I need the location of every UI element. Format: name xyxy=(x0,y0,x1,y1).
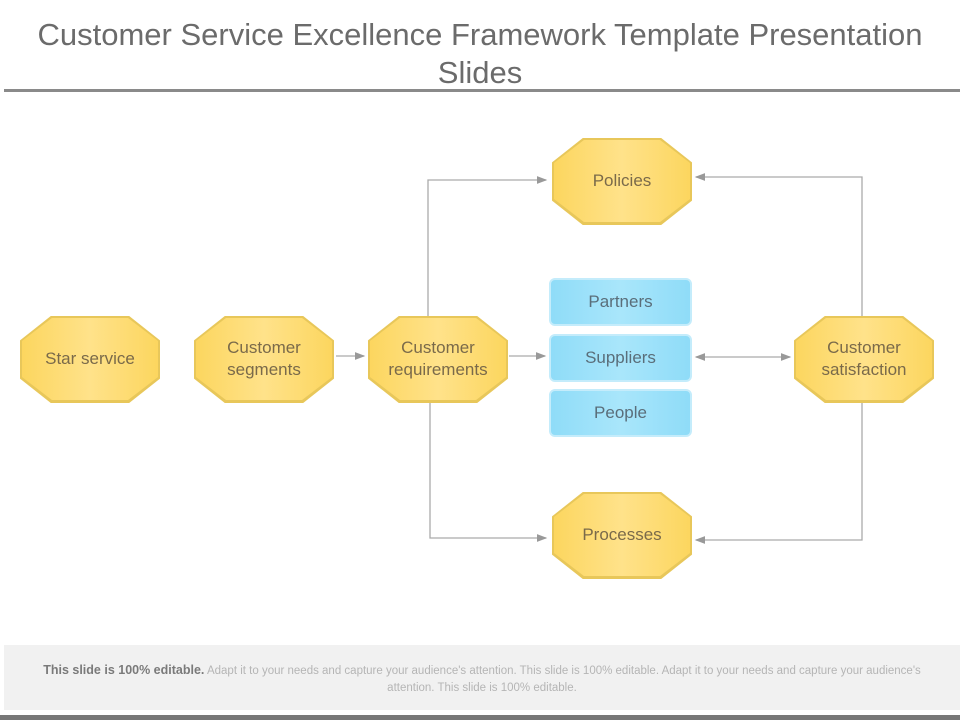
node-customer-requirements: Customer requirements xyxy=(368,316,508,403)
node-customer-satisfaction: Customer satisfaction xyxy=(794,316,934,403)
node-label: Policies xyxy=(554,140,690,222)
node-label: Processes xyxy=(554,494,690,576)
node-label: Star service xyxy=(22,318,158,400)
footer-bold: This slide is 100% editable. xyxy=(43,663,205,677)
bottom-bar xyxy=(0,715,960,720)
slide-title: Customer Service Excellence Framework Te… xyxy=(37,17,923,90)
node-label: Customer segments xyxy=(196,318,332,400)
node-processes: Processes xyxy=(552,492,692,579)
node-customer-segments: Customer segments xyxy=(194,316,334,403)
node-label: Customer satisfaction xyxy=(796,318,932,400)
footer-text: Adapt it to your needs and capture your … xyxy=(204,665,921,694)
box-suppliers: Suppliers xyxy=(549,334,692,382)
box-people: People xyxy=(549,389,692,437)
box-partners: Partners xyxy=(549,278,692,326)
arrow-satisfaction-to-processes xyxy=(694,403,863,544)
node-label: Customer requirements xyxy=(370,318,506,400)
arrow-requirements-to-processes xyxy=(429,403,548,542)
arrow-satisfaction-to-policies xyxy=(694,173,863,316)
node-policies: Policies xyxy=(552,138,692,225)
title-divider xyxy=(4,89,960,92)
arrow-requirements-to-policies xyxy=(427,176,548,316)
node-star-service: Star service xyxy=(20,316,160,403)
footer-note: This slide is 100% editable. Adapt it to… xyxy=(4,645,960,710)
